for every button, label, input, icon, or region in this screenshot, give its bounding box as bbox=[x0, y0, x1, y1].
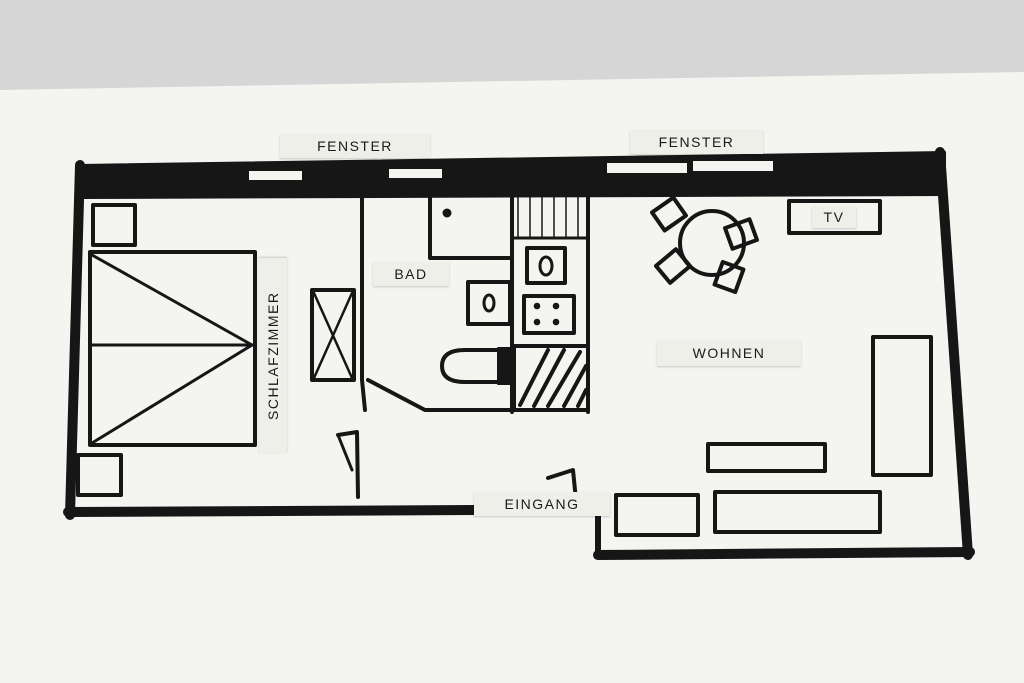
sofa bbox=[713, 490, 882, 534]
door-jamb bbox=[336, 430, 360, 499]
toilet bbox=[440, 348, 502, 384]
burner-icon bbox=[533, 302, 541, 310]
fridge-hatch bbox=[546, 350, 582, 408]
window-1 bbox=[247, 169, 304, 182]
tv-unit bbox=[787, 199, 882, 235]
fridge-hatch bbox=[576, 388, 588, 408]
washbasin-bowl bbox=[482, 293, 496, 313]
left-wall bbox=[65, 160, 85, 520]
bedroom-wall bbox=[360, 378, 367, 412]
sink-bowl bbox=[538, 255, 554, 277]
window-label-right: FENSTER bbox=[630, 130, 763, 154]
bottom-wall-right bbox=[593, 547, 975, 560]
washbasin bbox=[466, 280, 512, 326]
shower bbox=[428, 196, 514, 260]
nightstand-bottom bbox=[76, 453, 123, 497]
bed bbox=[88, 250, 257, 447]
armchair bbox=[614, 493, 700, 537]
entrance-label: EINGANG bbox=[474, 492, 610, 516]
wardrobe-cross bbox=[312, 291, 354, 380]
bathroom-label: BAD bbox=[373, 262, 449, 286]
fridge-hatch bbox=[518, 348, 550, 407]
living-room-label: WOHNEN bbox=[657, 340, 801, 366]
chair bbox=[650, 195, 688, 233]
bed-line bbox=[90, 343, 254, 445]
bottom-wall-left bbox=[63, 505, 480, 517]
window-label-left: FENSTER bbox=[280, 134, 430, 158]
door-swing bbox=[336, 433, 354, 472]
bed-line bbox=[90, 253, 254, 347]
shower-drain-icon bbox=[442, 208, 452, 218]
wardrobe bbox=[310, 288, 356, 382]
tv-label: TV bbox=[812, 206, 856, 228]
entrance-door bbox=[546, 468, 578, 502]
bedroom-label: SCHLAFZIMMER bbox=[259, 258, 287, 454]
burner-icon bbox=[552, 302, 560, 310]
window-4 bbox=[691, 159, 775, 173]
fridge-hatch bbox=[532, 348, 566, 408]
bath-wall bbox=[366, 378, 514, 412]
chair bbox=[712, 259, 746, 295]
fridge-hatch bbox=[562, 364, 588, 408]
fridge bbox=[512, 344, 590, 412]
chair bbox=[723, 217, 759, 251]
coffee-table bbox=[706, 442, 827, 473]
window-2 bbox=[387, 167, 444, 180]
stove bbox=[522, 294, 576, 335]
window-3 bbox=[605, 161, 689, 175]
toilet-tank bbox=[497, 347, 515, 385]
kitchen-sink bbox=[525, 246, 567, 285]
burner-icon bbox=[552, 318, 560, 326]
right-wall bbox=[935, 147, 973, 560]
chair bbox=[653, 247, 693, 285]
nightstand-top bbox=[91, 203, 137, 247]
sofa-side bbox=[871, 335, 933, 477]
burner-icon bbox=[533, 318, 541, 326]
